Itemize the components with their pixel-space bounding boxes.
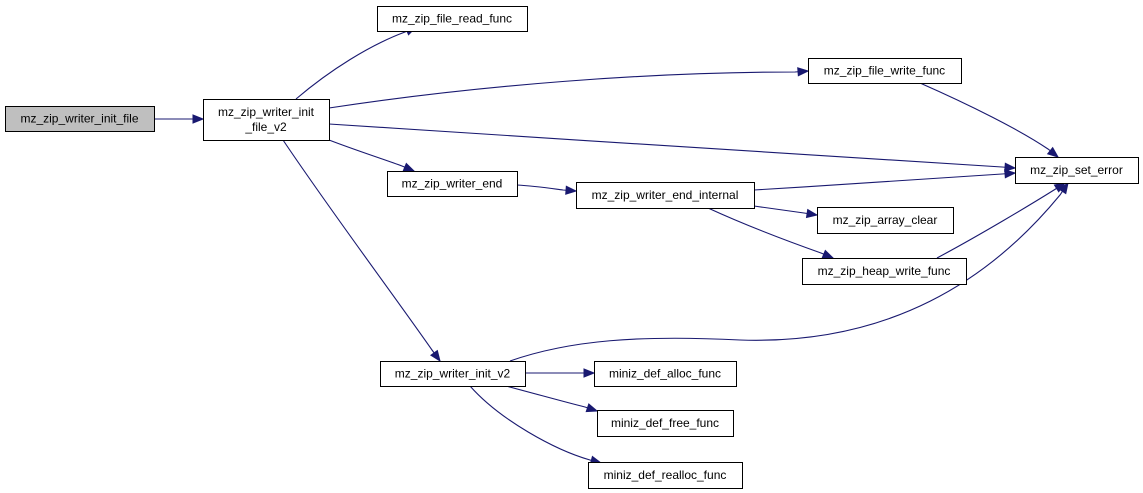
node-box[interactable] xyxy=(576,182,755,209)
arrowhead xyxy=(192,114,205,124)
edge-end_internal-to-heap_write xyxy=(707,207,835,259)
arrowhead xyxy=(1046,146,1060,158)
arrowhead xyxy=(583,368,596,378)
edge-init_file_v2-to-file_write xyxy=(328,67,810,109)
edge-line xyxy=(753,205,818,216)
node-box[interactable] xyxy=(597,410,734,437)
node-label: mz_zip_writer_init xyxy=(218,105,315,119)
nodes-layer: mz_zip_writer_init_file mz_zip_writer_ini… xyxy=(5,6,1139,489)
edge-end_internal-to-set_error xyxy=(753,169,1017,191)
edge-line xyxy=(707,207,834,259)
node-label: mz_zip_file_read_func xyxy=(392,12,512,26)
node-label: mz_zip_heap_write_func xyxy=(818,264,951,278)
edge-init_v2-to-def_free xyxy=(505,385,599,413)
edge-init_file-to-init_file_v2 xyxy=(154,114,205,124)
node-def-alloc[interactable]: miniz_def_alloc_func xyxy=(594,361,737,387)
node-label: mz_zip_set_error xyxy=(1030,163,1123,177)
edge-init_v2-to-def_alloc xyxy=(525,368,596,378)
edge-line xyxy=(328,123,1016,169)
node-end-internal[interactable]: mz_zip_writer_end_internal xyxy=(576,182,755,209)
edge-line xyxy=(753,172,1016,191)
arrowhead xyxy=(565,185,578,195)
node-box[interactable] xyxy=(802,258,967,285)
edge-init_file_v2-to-writer_end xyxy=(328,139,416,172)
arrowhead xyxy=(429,349,441,363)
node-def-free[interactable]: miniz_def_free_func xyxy=(597,410,734,437)
node-box[interactable] xyxy=(377,6,528,32)
edge-line xyxy=(328,70,809,109)
edge-line xyxy=(282,139,441,362)
node-box[interactable] xyxy=(594,361,737,387)
arrowhead xyxy=(805,208,819,219)
edge-line xyxy=(516,184,577,192)
edge-init_file_v2-to-file_read xyxy=(295,26,418,100)
edge-heap_write-to-set_error xyxy=(936,182,1067,259)
arrowhead xyxy=(821,249,835,259)
node-init-file[interactable]: mz_zip_writer_init_file xyxy=(5,106,155,132)
edge-writer_end-to-end_internal xyxy=(516,184,578,195)
edge-line xyxy=(509,182,1069,362)
node-label: mz_zip_writer_end xyxy=(402,177,503,191)
node-box[interactable] xyxy=(5,106,155,132)
node-def-realloc[interactable]: miniz_def_realloc_func xyxy=(588,462,743,489)
edge-init_v2-to-set_error xyxy=(509,181,1069,362)
arrowhead xyxy=(797,67,810,77)
node-file-read[interactable]: mz_zip_file_read_func xyxy=(377,6,528,32)
node-label: miniz_def_realloc_func xyxy=(604,468,727,482)
node-init-v2[interactable]: mz_zip_writer_init_v2 xyxy=(380,361,526,387)
arrowhead xyxy=(1004,162,1017,172)
edge-line xyxy=(328,139,415,172)
edge-line xyxy=(505,385,598,412)
node-box[interactable] xyxy=(203,99,330,141)
node-label: mz_zip_writer_init_v2 xyxy=(395,367,511,381)
edge-init_file_v2-to-set_error xyxy=(328,123,1017,172)
node-array-clear[interactable]: mz_zip_array_clear xyxy=(817,207,954,234)
arrowhead xyxy=(585,403,599,413)
arrowhead xyxy=(402,162,416,172)
node-heap-write[interactable]: mz_zip_heap_write_func xyxy=(802,258,967,285)
node-box[interactable] xyxy=(380,361,526,387)
arrowhead xyxy=(1004,169,1017,179)
edge-file_write-to-set_error xyxy=(919,82,1060,158)
edge-line xyxy=(295,26,417,100)
edges-layer xyxy=(154,26,1069,465)
node-label: miniz_def_alloc_func xyxy=(609,367,721,381)
node-label: mz_zip_file_write_func xyxy=(824,64,945,78)
node-label: mz_zip_writer_end_internal xyxy=(592,188,739,202)
node-init-file-v2[interactable]: mz_zip_writer_init_file_v2 xyxy=(203,99,330,141)
edge-end_internal-to-array_clear xyxy=(753,205,819,219)
node-file-write[interactable]: mz_zip_file_write_func xyxy=(808,58,962,84)
edge-init_v2-to-def_realloc xyxy=(469,385,603,465)
node-box[interactable] xyxy=(808,58,962,84)
edge-line xyxy=(936,182,1066,259)
node-label: mz_zip_array_clear xyxy=(833,213,938,227)
node-box[interactable] xyxy=(1015,157,1139,184)
edge-init_file_v2-to-init_v2 xyxy=(282,139,441,363)
node-box[interactable] xyxy=(817,207,954,234)
node-writer-end[interactable]: mz_zip_writer_end xyxy=(387,171,518,197)
node-label: miniz_def_free_func xyxy=(611,416,719,430)
node-label: _file_v2 xyxy=(244,120,287,134)
edge-line xyxy=(469,385,602,464)
arrowhead xyxy=(1058,181,1069,195)
node-label: mz_zip_writer_init_file xyxy=(20,112,138,126)
node-box[interactable] xyxy=(588,462,743,489)
node-set-error[interactable]: mz_zip_set_error xyxy=(1015,157,1139,184)
node-box[interactable] xyxy=(387,171,518,197)
edge-line xyxy=(919,82,1059,158)
